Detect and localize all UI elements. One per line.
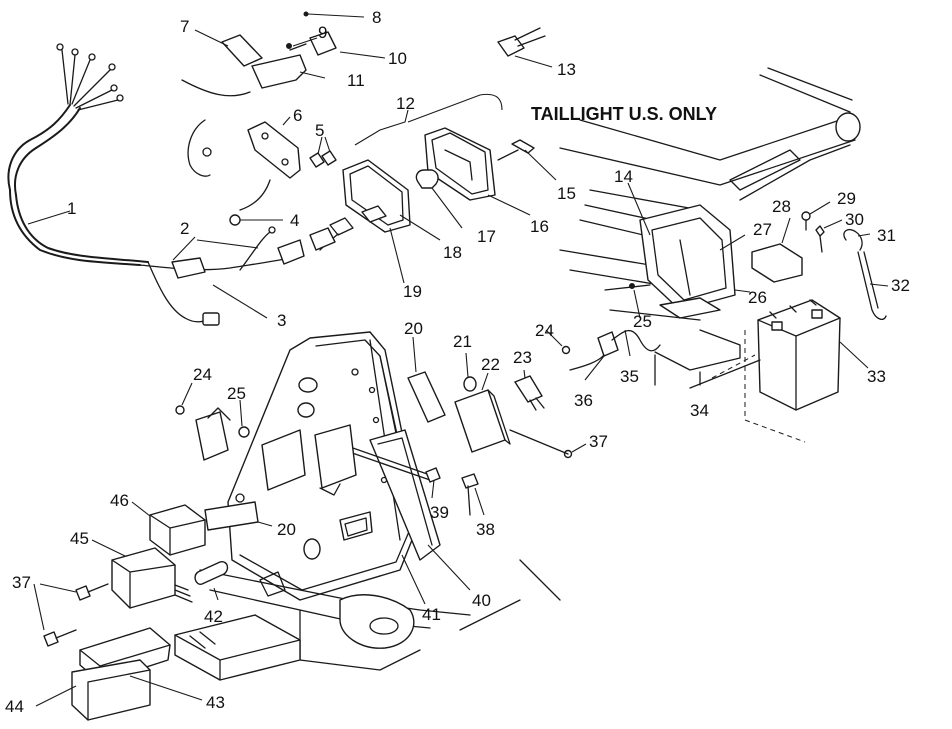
- callout-33: 33: [867, 367, 886, 386]
- callout-44: 44: [5, 697, 24, 716]
- callout-25-left: 25: [227, 384, 246, 403]
- callout-15: 15: [557, 184, 576, 203]
- callout-31: 31: [877, 226, 896, 245]
- callout-6: 6: [293, 106, 303, 125]
- callout-21: 21: [453, 332, 472, 351]
- wiring-harness: [7, 43, 305, 326]
- callout-4: 4: [290, 211, 300, 230]
- callout-41: 41: [422, 605, 441, 624]
- callout-20-lower: 20: [277, 520, 296, 539]
- callout-9: 9: [318, 23, 328, 42]
- callout-37-right: 37: [589, 432, 608, 451]
- callout-46: 46: [110, 491, 129, 510]
- taillight-caption: TAILLIGHT U.S. ONLY: [531, 104, 718, 124]
- callout-22: 22: [481, 355, 500, 374]
- callout-24-left: 24: [193, 365, 212, 384]
- callout-24-right: 24: [535, 321, 554, 340]
- callout-40: 40: [472, 591, 491, 610]
- callout-14: 14: [614, 167, 633, 186]
- callout-17: 17: [477, 227, 496, 246]
- callout-39: 39: [430, 503, 449, 522]
- callout-20-upper: 20: [404, 319, 423, 338]
- callout-28: 28: [772, 197, 791, 216]
- callout-11: 11: [347, 71, 365, 90]
- callout-1: 1: [67, 199, 77, 218]
- callout-42: 42: [204, 607, 223, 626]
- callout-45: 45: [70, 529, 89, 548]
- callout-30: 30: [845, 210, 864, 229]
- callout-26: 26: [748, 288, 767, 307]
- callout-32: 32: [891, 276, 910, 295]
- callout-36: 36: [574, 391, 593, 410]
- callout-43: 43: [206, 693, 225, 712]
- callout-19: 19: [403, 282, 422, 301]
- callout-7: 7: [180, 17, 190, 36]
- callout-12: 12: [396, 94, 415, 113]
- callout-2: 2: [180, 219, 190, 238]
- callout-29: 29: [837, 189, 856, 208]
- callout-38: 38: [476, 520, 495, 539]
- callout-10: 10: [388, 49, 407, 68]
- callout-25-right: 25: [633, 312, 652, 331]
- callout-5: 5: [315, 121, 325, 140]
- callout-8: 8: [372, 8, 382, 27]
- callout-37-left: 37: [12, 573, 31, 592]
- callout-23: 23: [513, 348, 532, 367]
- callout-3: 3: [277, 311, 287, 330]
- callout-16: 16: [530, 217, 549, 236]
- callout-35: 35: [620, 367, 639, 386]
- callout-13: 13: [557, 60, 576, 79]
- callout-27: 27: [753, 220, 772, 239]
- callout-18: 18: [443, 243, 462, 262]
- callout-34: 34: [690, 401, 709, 420]
